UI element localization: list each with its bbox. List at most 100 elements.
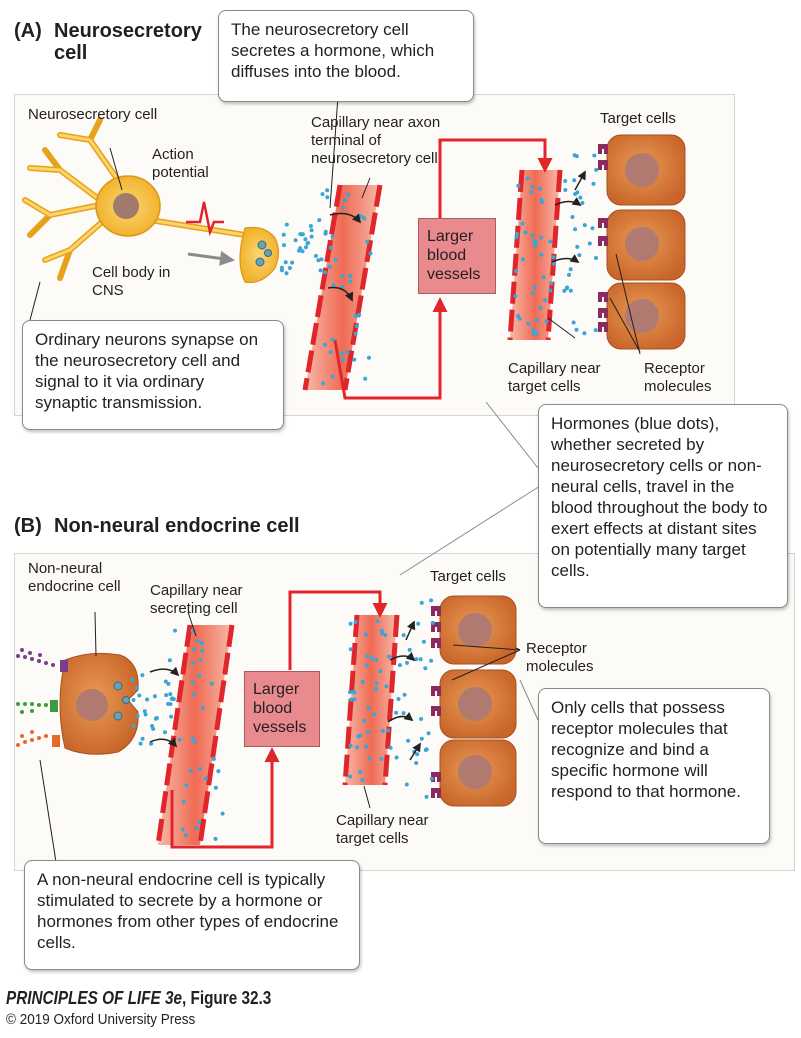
hormone-dot <box>181 799 186 804</box>
hormone-dot <box>364 744 369 749</box>
hormone-dot <box>353 620 358 624</box>
hormone-dot <box>526 321 531 326</box>
hormone-dot <box>367 756 372 761</box>
hormone-dot <box>379 757 384 761</box>
label-target-cells-b: Target cells <box>430 568 506 585</box>
hormone-dot <box>397 663 402 668</box>
hormone-dot <box>523 230 528 235</box>
hormone-dot <box>517 316 522 321</box>
hormone-dot <box>365 654 370 658</box>
hormone-dot <box>149 741 154 746</box>
hormone-dot <box>130 677 135 682</box>
hormone-dot <box>580 201 585 205</box>
hormone-dot <box>531 327 536 332</box>
hormone-dot <box>177 737 182 742</box>
hormone-dot <box>386 728 391 733</box>
hormone-dot <box>281 232 286 237</box>
hormone-dot <box>340 273 345 278</box>
hormone-dot <box>131 698 136 702</box>
hormone-dot <box>330 374 335 379</box>
hormone-dot <box>416 621 421 626</box>
hormone-dots <box>130 153 599 841</box>
hormone-dot <box>401 633 406 638</box>
hormone-dot <box>195 639 200 643</box>
hormone-dot <box>538 186 542 191</box>
action-potential-icon <box>186 201 224 237</box>
hormone-dot <box>532 285 537 290</box>
hormone-dot <box>513 294 518 298</box>
hormone-dot <box>318 268 323 273</box>
hormone-dot <box>359 214 364 219</box>
hormone-dot <box>198 766 203 771</box>
hormone-dot <box>169 714 174 719</box>
credit-book: PRINCIPLES OF LIFE 3e <box>6 988 182 1008</box>
hormone-dot <box>563 179 568 183</box>
hormone-dot <box>594 256 598 260</box>
hormone-dot <box>328 350 333 354</box>
hormone-dot <box>360 777 365 782</box>
hormone-dot <box>549 281 554 286</box>
hormone-dot <box>565 285 570 290</box>
hormone-dot <box>540 200 545 204</box>
hormone-dot <box>568 267 573 272</box>
hormone-dot <box>514 269 519 274</box>
hormone-dot <box>192 692 196 697</box>
hormone-dot <box>154 716 159 720</box>
label-neurosecretory-cell: Neurosecretory cell <box>28 106 158 123</box>
hormone-dot <box>573 227 578 232</box>
hormone-dot <box>531 331 536 336</box>
hormone-dot <box>551 255 556 260</box>
hormone-dot <box>544 319 549 324</box>
hormone-dot <box>300 249 305 254</box>
hormone-dot <box>348 774 353 779</box>
hormone-dot <box>328 245 333 250</box>
hormone-dot <box>593 328 598 333</box>
hormone-dot <box>364 663 369 668</box>
hormone-dot <box>525 176 530 181</box>
hormone-dot <box>297 248 301 253</box>
hormone-dot <box>587 241 592 246</box>
hormone-dot <box>152 694 157 699</box>
hormone-dot <box>384 684 389 689</box>
hormone-dot <box>280 268 284 273</box>
hormone-dot <box>575 244 580 249</box>
hormone-dot <box>567 272 571 277</box>
panel-a-letter: (A) <box>14 20 42 42</box>
hormone-dot <box>521 257 525 262</box>
hormone-dot <box>316 258 321 263</box>
hormone-dot <box>418 657 423 662</box>
hormone-dot <box>548 288 553 293</box>
endocrine-cell <box>50 652 139 755</box>
hormone-dot <box>404 782 409 787</box>
hormone-dot <box>199 641 204 646</box>
larger-blood-vessels-a: Larger blood vessels <box>418 218 496 294</box>
credit-copyright: © 2019 Oxford University Press <box>6 1011 196 1028</box>
hormone-dot <box>538 305 543 310</box>
hormone-dot <box>363 376 368 381</box>
hormone-dot <box>578 195 583 200</box>
hormone-dot <box>530 185 535 190</box>
hormone-dot <box>394 755 399 760</box>
hormone-dot <box>357 312 362 317</box>
label-capillary-secreting: Capillary near secreting cell <box>150 582 243 617</box>
label-cell-body: Cell body in CNS <box>92 264 171 299</box>
hormone-dot <box>303 237 308 242</box>
hormone-dot <box>213 836 218 841</box>
hormone-dot <box>349 697 354 702</box>
hormone-dot <box>423 666 428 671</box>
hormone-dot <box>401 711 406 716</box>
hormone-dot <box>353 331 358 336</box>
hormone-dot <box>419 736 424 741</box>
hormone-dot <box>388 745 393 750</box>
label-capillary-axon: Capillary near axon terminal of neurosec… <box>311 114 441 167</box>
hormone-dot <box>529 190 534 195</box>
hormone-dot <box>293 238 298 243</box>
hormone-dot <box>323 231 328 236</box>
hormone-dot <box>352 697 357 702</box>
hormone-dot <box>190 680 195 685</box>
larger-blood-vessels-b: Larger blood vessels <box>244 671 320 747</box>
hormone-dot <box>348 690 352 695</box>
hormone-dot <box>383 633 388 637</box>
hormone-dot <box>203 776 208 781</box>
hormone-dot <box>355 745 360 750</box>
